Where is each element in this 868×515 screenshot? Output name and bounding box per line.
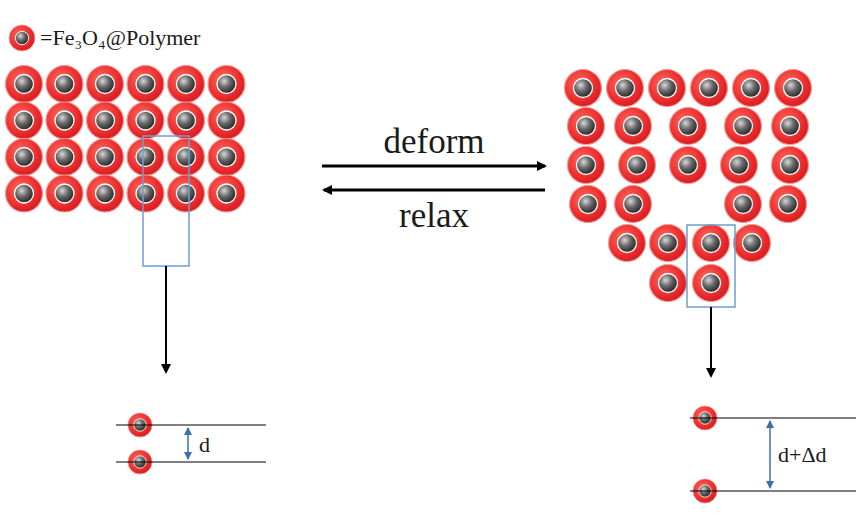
particle	[46, 66, 83, 103]
particle	[127, 102, 164, 139]
particle	[609, 225, 646, 262]
particle	[733, 70, 770, 107]
particle	[721, 147, 758, 184]
particle	[127, 66, 164, 103]
particle	[6, 66, 43, 103]
distance-label: d	[199, 434, 210, 456]
process-label: relax	[399, 198, 469, 233]
particle	[208, 102, 245, 139]
particle	[693, 225, 730, 262]
particle	[734, 225, 771, 262]
particle	[670, 147, 707, 184]
particle	[693, 265, 730, 302]
particle	[619, 147, 656, 184]
particle	[127, 139, 164, 176]
particle	[46, 139, 83, 176]
particle	[9, 25, 35, 51]
particle	[208, 175, 245, 212]
particle	[615, 186, 652, 223]
particle	[168, 66, 205, 103]
particle	[46, 175, 83, 212]
particle	[615, 108, 652, 145]
particle	[607, 70, 644, 107]
process-label: deform	[383, 124, 484, 159]
particle	[725, 186, 762, 223]
particle	[6, 102, 43, 139]
particle	[772, 147, 809, 184]
particle	[772, 108, 809, 145]
distance-label: d+Δd	[778, 444, 827, 466]
particle	[208, 66, 245, 103]
particle	[87, 139, 124, 176]
particle	[168, 175, 205, 212]
particle	[87, 66, 124, 103]
particle	[568, 108, 605, 145]
particle	[87, 175, 124, 212]
particle	[649, 70, 686, 107]
particle	[650, 265, 687, 302]
particle	[208, 139, 245, 176]
particle	[565, 70, 602, 107]
particle	[775, 70, 812, 107]
particle	[87, 102, 124, 139]
particle	[650, 225, 687, 262]
legend-text: =Fe₃O₄@Polymer	[40, 27, 200, 49]
particle	[725, 108, 762, 145]
particle	[46, 102, 83, 139]
particle	[568, 147, 605, 184]
particle	[770, 186, 807, 223]
particle	[670, 108, 707, 145]
particle	[570, 186, 607, 223]
particle	[6, 139, 43, 176]
particle	[691, 70, 728, 107]
particle	[168, 102, 205, 139]
particle	[168, 139, 205, 176]
particle	[6, 175, 43, 212]
particle	[127, 175, 164, 212]
